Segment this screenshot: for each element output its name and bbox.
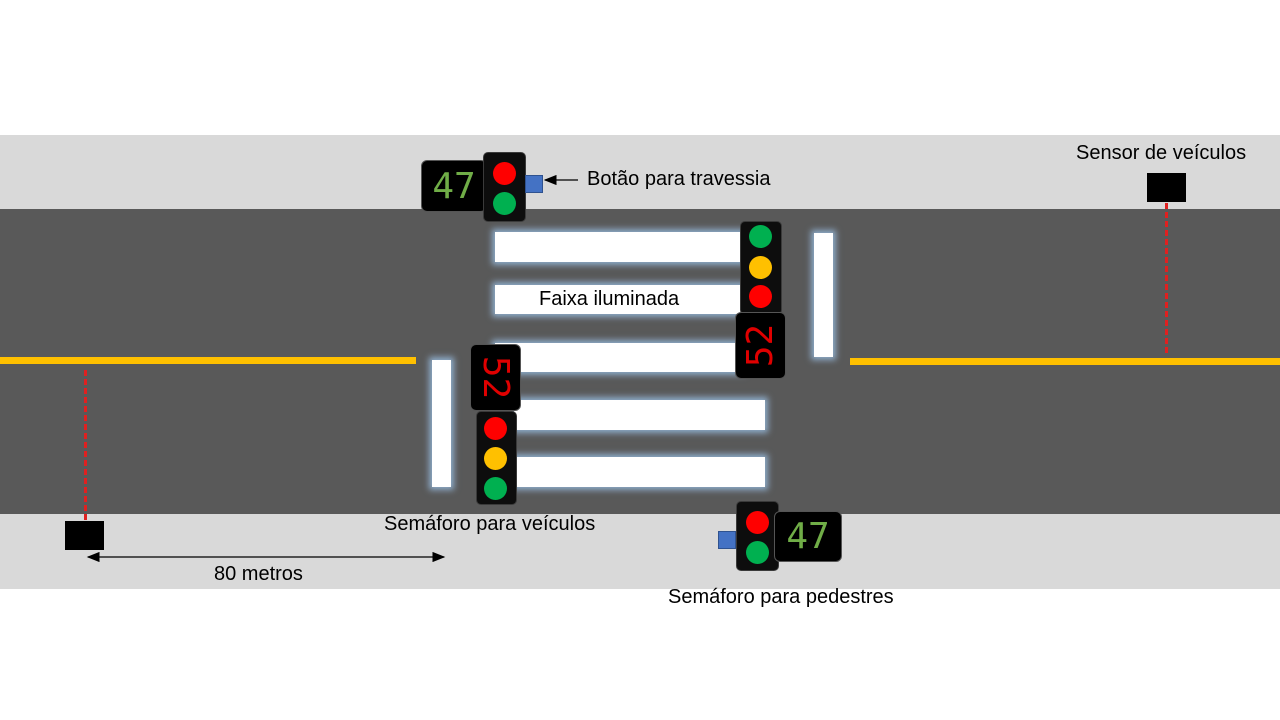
vehicle-signal-right — [740, 221, 782, 315]
yellow-light-icon — [484, 447, 507, 470]
stop-line-left — [432, 360, 451, 487]
stop-line-right — [814, 233, 833, 357]
center-line-right — [850, 358, 1280, 365]
distance-label: 80 metros — [214, 563, 303, 585]
crosswalk-stripe — [514, 400, 765, 430]
sensor-beam-left — [84, 370, 87, 520]
vehicle-sensor-label: Sensor de veículos — [1076, 142, 1247, 164]
vehicle-countdown-right: 52 — [735, 312, 786, 379]
center-line-left — [0, 357, 416, 364]
sidewalk-bottom — [0, 514, 1280, 589]
pedestrian-signal-bottom — [736, 501, 779, 571]
crosswalk-stripe — [495, 285, 743, 314]
vehicle-signal-left — [476, 411, 517, 505]
vehicle-sensor-left — [65, 521, 104, 550]
crossing-button-top[interactable] — [525, 175, 543, 193]
vehicle-sensor-right — [1147, 173, 1186, 202]
lit-crosswalk-label: Faixa iluminada — [539, 288, 680, 310]
crosswalk-stripe — [495, 232, 743, 262]
pedestrian-countdown-top: 47 — [421, 160, 487, 212]
pedestrian-countdown-bottom: 47 — [774, 511, 842, 562]
green-light-icon — [749, 225, 772, 248]
red-light-icon — [484, 417, 507, 440]
green-light-icon — [746, 541, 769, 564]
pedestrian-signal-label: Semáforo para pedestres — [668, 586, 894, 608]
crossing-button-label: Botão para travessia — [587, 168, 771, 190]
sensor-beam-right — [1165, 203, 1168, 353]
yellow-light-icon — [749, 256, 772, 279]
red-light-icon — [749, 285, 772, 308]
crosswalk-stripe — [495, 343, 743, 372]
vehicle-countdown-left: 52 — [470, 344, 521, 411]
sidewalk-top — [0, 135, 1280, 209]
crossing-button-bottom[interactable] — [718, 531, 736, 549]
green-light-icon — [484, 477, 507, 500]
crosswalk-stripe — [514, 457, 765, 487]
vehicle-signal-label: Semáforo para veículos — [384, 513, 596, 535]
red-light-icon — [493, 162, 516, 185]
red-light-icon — [746, 511, 769, 534]
green-light-icon — [493, 192, 516, 215]
